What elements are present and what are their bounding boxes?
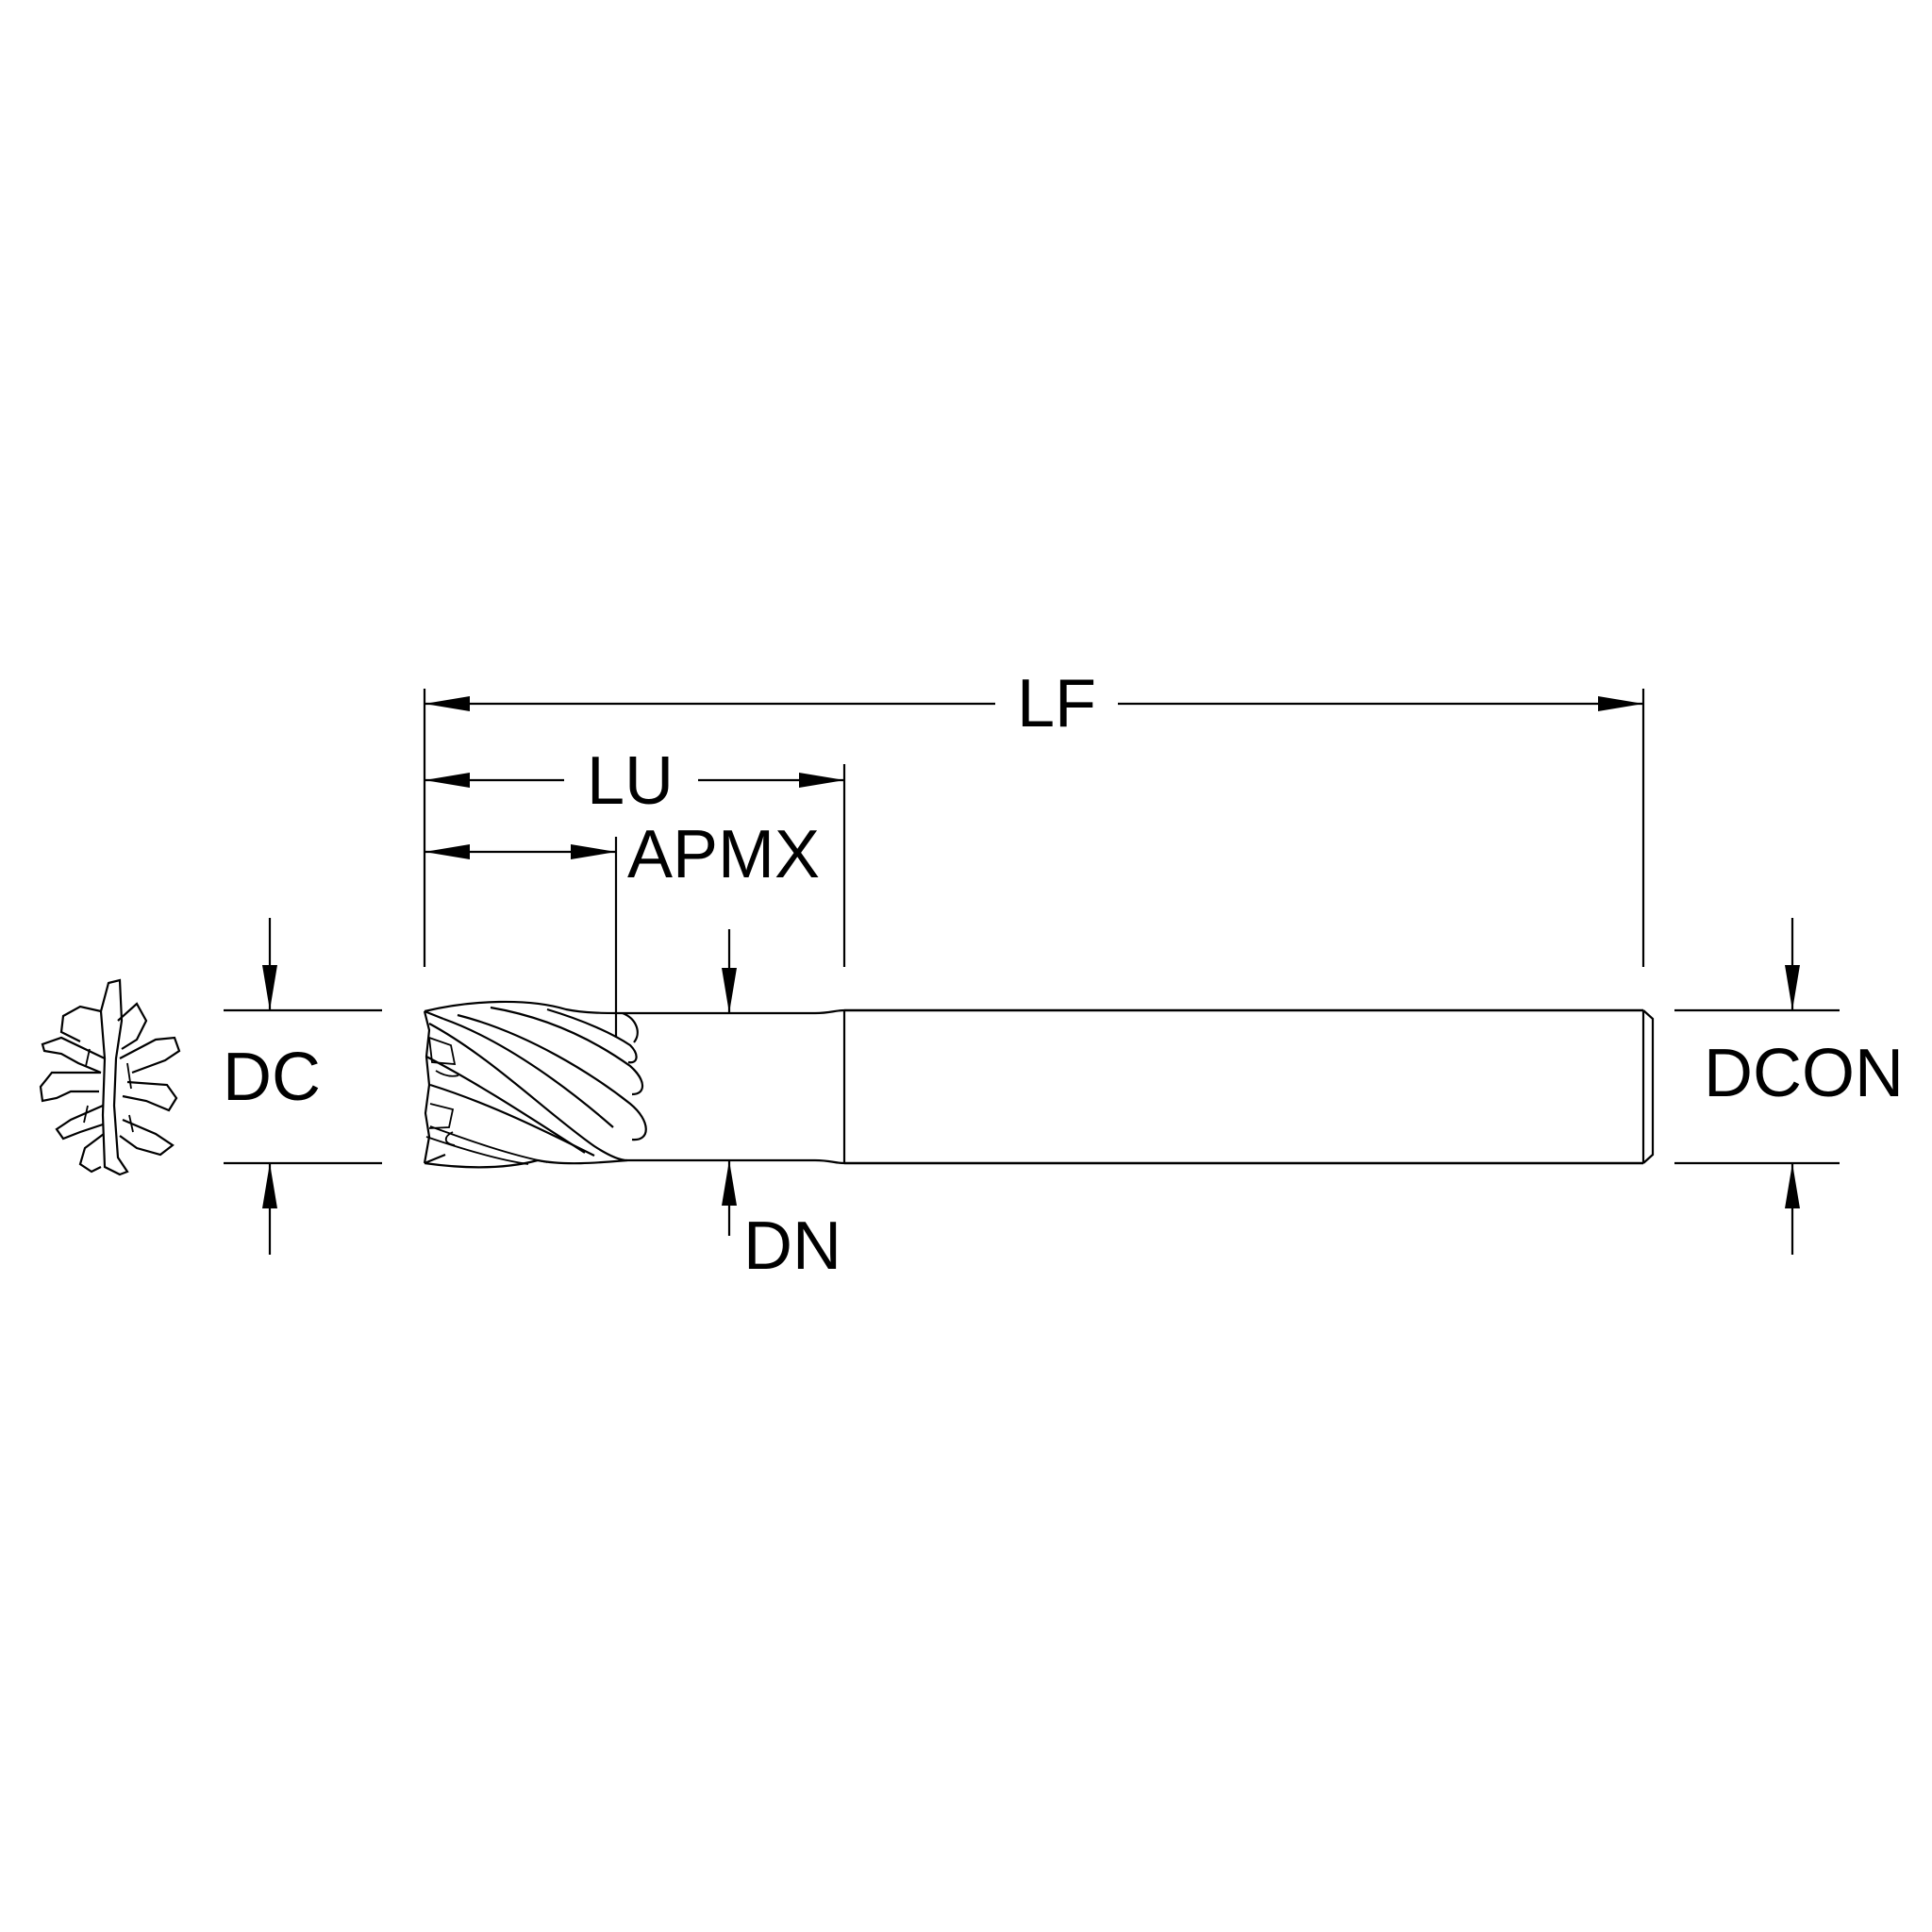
lu-arrow-right <box>799 773 844 788</box>
lf-arrow-right <box>1598 696 1643 711</box>
shank <box>842 1008 1655 1165</box>
dcon-arrow-bottom <box>1785 1163 1800 1208</box>
dcon-label: DCON <box>1704 1036 1904 1111</box>
dn-label: DN <box>743 1208 841 1284</box>
dc-arrow-bottom <box>262 1163 277 1208</box>
apmx-label: APMX <box>627 817 820 892</box>
apmx-arrow-right <box>571 844 616 859</box>
dn-dimension: DN <box>722 929 841 1284</box>
cutting-head <box>423 1000 647 1169</box>
dcon-dimension: DCON <box>1674 918 1904 1255</box>
lf-label: LF <box>1017 666 1096 741</box>
lf-dimension: LF <box>423 666 1645 967</box>
end-view <box>39 978 181 1176</box>
lf-arrow-left <box>425 696 470 711</box>
apmx-dimension: APMX <box>425 817 820 1038</box>
dc-label: DC <box>223 1040 321 1115</box>
dn-arrow-top <box>722 968 737 1013</box>
dc-arrow-top <box>262 965 277 1010</box>
lu-dimension: LU <box>425 743 846 967</box>
lu-arrow-left <box>425 773 470 788</box>
dn-arrow-bottom <box>722 1160 737 1206</box>
dcon-arrow-top <box>1785 965 1800 1010</box>
neck <box>627 1008 845 1165</box>
lu-label: LU <box>587 743 674 819</box>
apmx-arrow-left <box>425 844 470 859</box>
end-mill-body <box>423 1000 1655 1169</box>
dc-dimension: DC <box>223 918 382 1255</box>
